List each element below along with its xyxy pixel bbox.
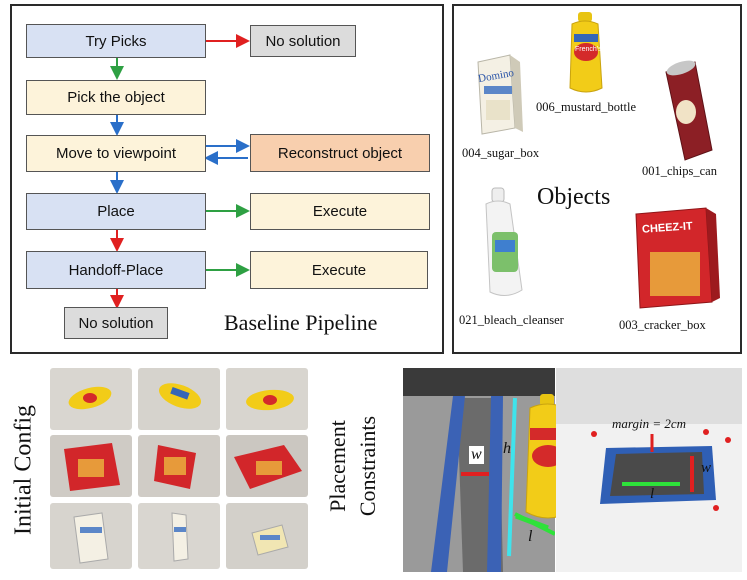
config-photo — [50, 368, 132, 430]
table-placement-scene — [556, 368, 742, 572]
config-photo — [226, 368, 308, 430]
label-mustard-bottle: 006_mustard_bottle — [536, 100, 636, 114]
margin-annotation: margin = 2cm — [612, 416, 687, 431]
pipeline-title: Baseline Pipeline — [224, 310, 378, 335]
label-cracker-box: 003_cracker_box — [619, 318, 706, 332]
node-execute-handoff: Execute — [250, 251, 428, 289]
node-no-solution-top: No solution — [250, 25, 356, 57]
objects-title: Objects — [537, 184, 611, 210]
node-execute-place: Execute — [250, 193, 430, 230]
baseline-pipeline-panel — [10, 4, 444, 354]
config-photo — [50, 503, 132, 569]
node-reconstruct-object: Reconstruct object — [250, 134, 430, 172]
node-try-picks: Try Picks — [26, 24, 206, 58]
dim-h: h — [503, 440, 511, 457]
dim-w-slot: w — [469, 446, 484, 464]
config-photo — [138, 435, 220, 497]
label-chips-can: 001_chips_can — [642, 164, 717, 178]
label-sugar-box: 004_sugar_box — [462, 146, 540, 160]
dim-l-table: l — [650, 486, 655, 502]
mustard-brand: French's — [575, 46, 602, 53]
label-bleach-cleanser: 021_bleach_cleanser — [459, 313, 564, 327]
node-place: Place — [26, 193, 206, 230]
config-photo — [226, 435, 308, 497]
dim-w-table: w — [701, 460, 712, 476]
node-move-viewpoint: Move to viewpoint — [26, 135, 206, 172]
config-photo — [226, 503, 308, 569]
config-photo — [138, 368, 220, 430]
config-photo — [50, 435, 132, 497]
dim-l-bottle: l — [528, 528, 533, 545]
config-photo — [138, 503, 220, 569]
node-handoff-place: Handoff-Place — [26, 251, 206, 289]
node-pick-object: Pick the object — [26, 80, 206, 115]
node-no-solution-bottom: No solution — [64, 307, 168, 339]
